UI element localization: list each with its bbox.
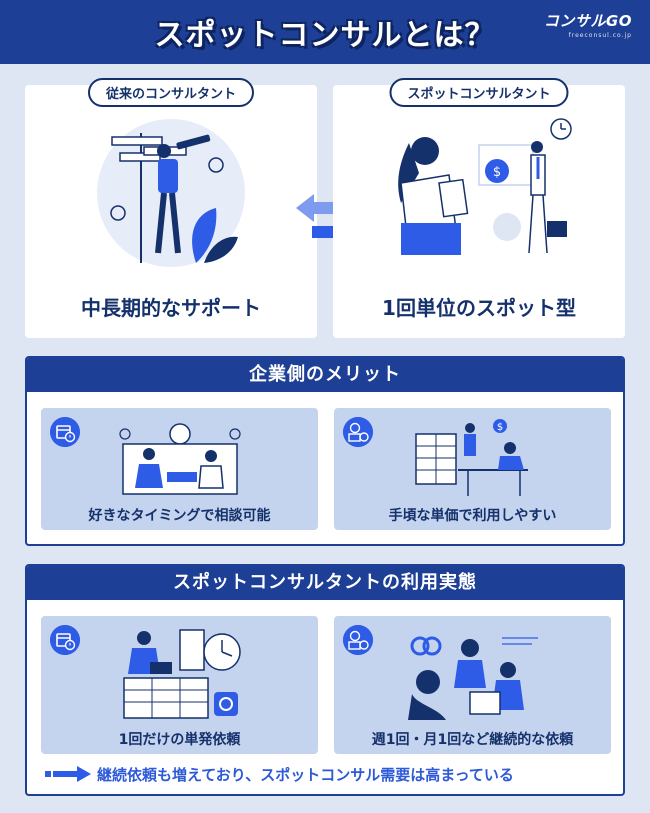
calendar-clock-icon (50, 417, 80, 447)
usage-panel-single: 1回だけの単発依頼 (41, 616, 318, 754)
brand-logo[interactable]: コンサルGO freeconsul.co.jp (544, 10, 632, 39)
merits-title: 企業側のメリット (27, 358, 623, 392)
demand-note-text: 継続依頼も増えており、スポットコンサル需要は高まっている (97, 765, 514, 784)
calendar-laptop-illustration (122, 629, 241, 719)
traditional-consultant-caption: 中長期的なサポート (81, 296, 261, 320)
svg-text:$: $ (493, 165, 501, 180)
merits-section: 企業側のメリット 好きなタイミングで相談可能 (25, 356, 625, 546)
spot-consultant-card: スポットコンサルタント $ 1回単位のスポット型 (333, 78, 625, 338)
usage-recurring-caption: 週1回・月1回など継続的な依頼 (371, 732, 574, 748)
page-title: スポットコンサルとは？ (154, 18, 496, 53)
usage-section: スポットコンサルタントの利用実態 1回だけの単発依頼 (25, 564, 625, 796)
usage-title: スポットコンサルタントの利用実態 (27, 566, 623, 600)
merit-timing-caption: 好きなタイミングで相談可能 (88, 508, 271, 524)
signpost-telescope-illustration (97, 119, 245, 267)
calendar-clock-icon (50, 625, 80, 655)
traditional-consultant-card: 従来のコンサルタント 中長期的なサポート (25, 78, 317, 338)
arrow-right-icon (45, 766, 91, 782)
money-clock-icon (343, 417, 373, 447)
header-bar: スポットコンサルとは？ コンサルGO freeconsul.co.jp (0, 0, 650, 64)
spot-consultant-label: スポットコンサルタント (389, 78, 569, 107)
merit-price-caption: 手頃な単価で利用しやすい (388, 508, 557, 524)
traditional-consultant-label: 従来のコンサルタント (87, 78, 255, 107)
usage-single-caption: 1回だけの単発依頼 (118, 732, 241, 748)
svg-text:$: $ (496, 422, 502, 433)
money-clock-icon (343, 625, 373, 655)
consultation-illustration: $ (398, 118, 572, 255)
spot-consultant-caption: 1回単位のスポット型 (382, 296, 576, 320)
office-desk-illustration: $ (414, 419, 528, 496)
logo-url: freeconsul.co.jp (568, 32, 632, 39)
usage-panel-recurring: 週1回・月1回など継続的な依頼 (334, 616, 611, 754)
merit-panel-price: $ 手頃な単価で利用しやすい (334, 408, 611, 530)
meeting-handshake-illustration (118, 423, 241, 495)
merit-panel-timing: 好きなタイミングで相談可能 (41, 408, 318, 530)
team-discussion-illustration (407, 636, 538, 720)
demand-note: 継続依頼も増えており、スポットコンサル需要は高まっている (45, 763, 609, 785)
logo-text: コンサルGO (543, 12, 632, 30)
